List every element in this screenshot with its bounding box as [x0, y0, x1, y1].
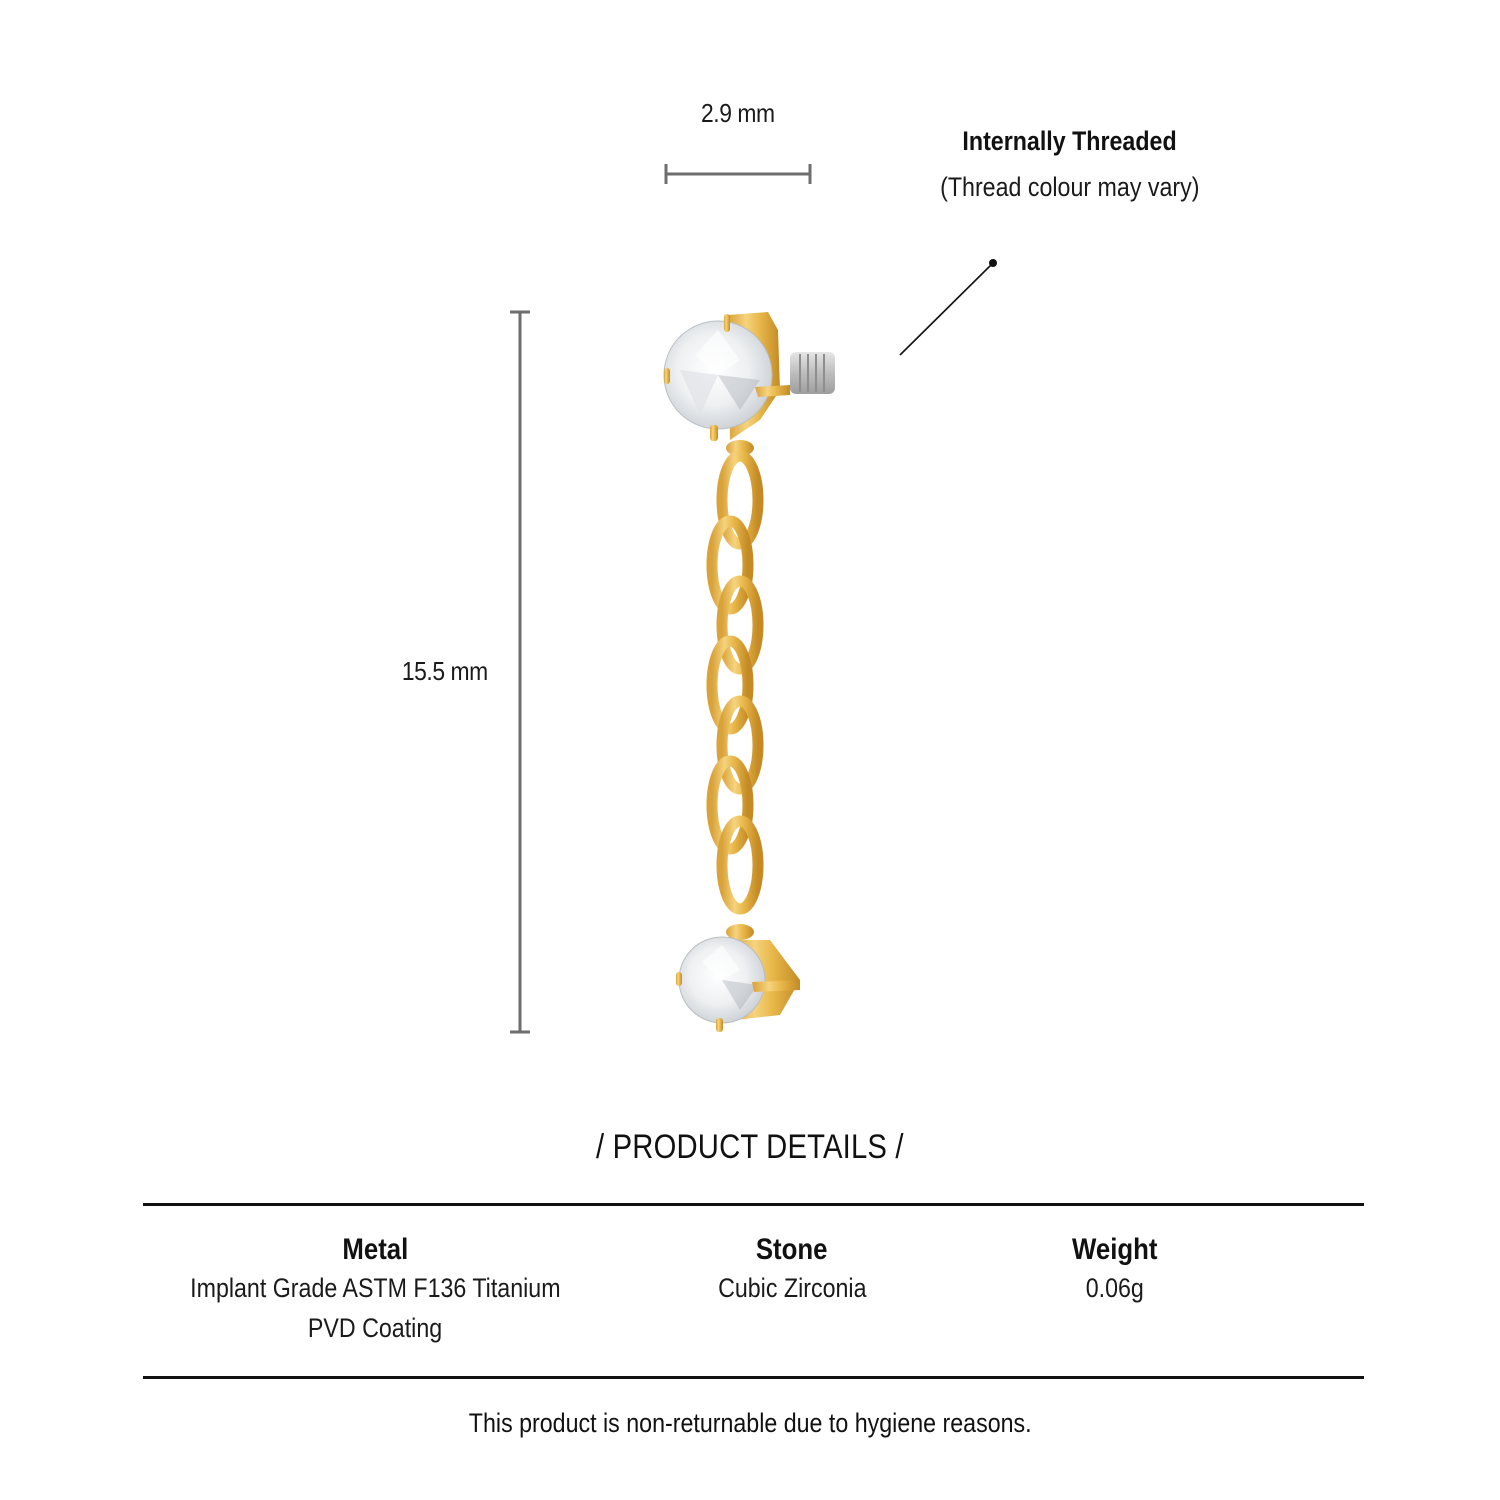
- thread-post: [790, 352, 835, 394]
- width-dimension-line: [664, 164, 812, 184]
- thread-callout-title: Internally Threaded: [962, 126, 1178, 156]
- details-column-metal: Metal Implant Grade ASTM F136 Titanium P…: [125, 1232, 625, 1348]
- metal-heading: Metal: [342, 1233, 408, 1266]
- width-dimension-label-wrap: 2.9 mm: [638, 98, 838, 129]
- thread-callout-note: (Thread colour may vary): [940, 172, 1200, 202]
- details-bottom-divider: [143, 1376, 1364, 1379]
- top-stone-setting: [663, 312, 790, 456]
- product-details-title-wrap: / PRODUCT DETAILS /: [0, 1128, 1500, 1167]
- non-returnable-note: This product is non-returnable due to hy…: [468, 1408, 1032, 1438]
- callout-pointer-dot: [989, 259, 997, 267]
- thread-callout-title-wrap: Internally Threaded: [900, 126, 1240, 157]
- product-image: [663, 312, 835, 1032]
- product-details-title: / PRODUCT DETAILS /: [596, 1128, 904, 1166]
- height-dimension-label: 15.5 mm: [402, 656, 488, 686]
- callout-pointer-line: [899, 259, 997, 356]
- thread-callout-note-wrap: (Thread colour may vary): [880, 172, 1260, 203]
- stone-value: Cubic Zirconia: [717, 1273, 867, 1303]
- weight-value: 0.06g: [1085, 1273, 1145, 1303]
- stone-heading: Stone: [756, 1233, 828, 1266]
- metal-value-line2: PVD Coating: [307, 1313, 443, 1343]
- footer-note-wrap: This product is non-returnable due to hy…: [0, 1408, 1500, 1439]
- details-top-divider: [143, 1203, 1364, 1206]
- bottom-stone-setting: [676, 924, 800, 1032]
- height-dimension-line: [510, 310, 530, 1034]
- metal-value-line1: Implant Grade ASTM F136 Titanium: [189, 1273, 561, 1303]
- details-column-weight: Weight 0.06g: [965, 1232, 1265, 1308]
- details-column-stone: Stone Cubic Zirconia: [592, 1232, 992, 1308]
- weight-heading: Weight: [1072, 1233, 1158, 1266]
- chain: [706, 450, 764, 915]
- width-dimension-label: 2.9 mm: [701, 98, 775, 128]
- height-dimension-label-wrap: 15.5 mm: [370, 656, 520, 687]
